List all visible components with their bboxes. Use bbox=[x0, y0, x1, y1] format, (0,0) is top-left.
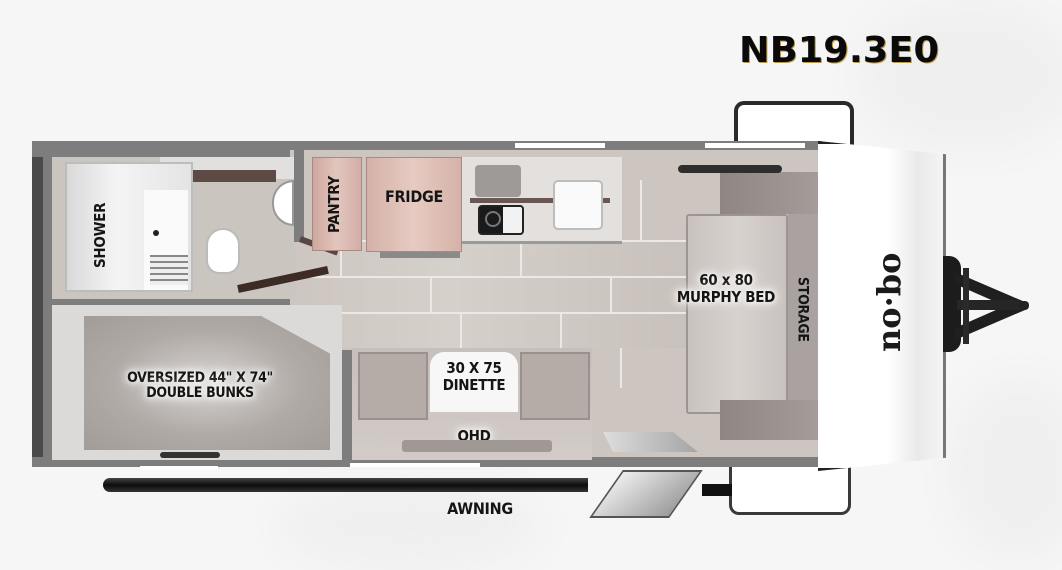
dinette-seat-right bbox=[520, 352, 590, 420]
storage-cabinet-top bbox=[720, 172, 818, 214]
storage-cabinet-bottom bbox=[720, 400, 818, 440]
ohd-cabinet bbox=[402, 440, 552, 452]
shower-step bbox=[150, 255, 188, 285]
tile-joint bbox=[520, 240, 522, 276]
fridge[interactable] bbox=[366, 157, 462, 252]
tile-joint bbox=[610, 276, 612, 312]
murphy-bed-name: MURPHY BED bbox=[676, 287, 776, 306]
rear-wall bbox=[32, 157, 43, 457]
storage-label: STORAGE bbox=[794, 276, 811, 342]
pantry-label: PANTRY bbox=[325, 176, 343, 234]
bathroom-counter-edge bbox=[180, 170, 276, 182]
murphy-bed-label: 60 x 80 MURPHY BED bbox=[666, 272, 786, 305]
fridge-base bbox=[380, 252, 460, 258]
background-shape bbox=[860, 0, 1062, 150]
tile-joint bbox=[340, 240, 342, 276]
wall-shelf bbox=[678, 165, 782, 173]
window bbox=[140, 466, 218, 470]
tile-joint bbox=[460, 312, 462, 348]
awning-arm bbox=[702, 484, 732, 496]
microwave-icon bbox=[475, 165, 521, 197]
storage[interactable] bbox=[788, 214, 818, 414]
tile-joint bbox=[620, 348, 622, 388]
model-title: NB19.3E0 bbox=[739, 30, 939, 71]
shower-drain-icon bbox=[153, 230, 159, 236]
entry-steps[interactable] bbox=[589, 470, 703, 518]
awning-roller bbox=[103, 478, 588, 492]
brand-logo: no·bo bbox=[870, 252, 908, 352]
awning-label: AWNING bbox=[447, 499, 513, 518]
window bbox=[705, 143, 805, 148]
bunk-ladder bbox=[160, 452, 220, 458]
window bbox=[350, 463, 480, 467]
bunks-name: DOUBLE BUNKS bbox=[146, 385, 254, 402]
burner-icon bbox=[485, 211, 501, 227]
dinette-name: DINETTE bbox=[442, 375, 506, 394]
overhead-shelf bbox=[470, 198, 610, 203]
tile-joint bbox=[430, 276, 432, 312]
background-shape bbox=[280, 480, 540, 570]
background-shape bbox=[950, 380, 1062, 560]
murphy-bed[interactable] bbox=[686, 214, 788, 414]
toilet-icon bbox=[206, 228, 240, 274]
bunk-wall bbox=[342, 350, 352, 460]
fridge-label: FRIDGE bbox=[384, 187, 444, 206]
stabilizer-jack-bottom bbox=[729, 462, 851, 515]
tile-joint bbox=[640, 180, 642, 240]
tile-joint bbox=[560, 312, 562, 348]
shower-label: SHOWER bbox=[91, 202, 109, 268]
pantry[interactable] bbox=[312, 157, 362, 251]
entry-door[interactable] bbox=[603, 432, 698, 452]
dinette-label: 30 X 75 DINETTE bbox=[430, 360, 518, 393]
bunks-label: OVERSIZED 44" X 74" DOUBLE BUNKS bbox=[100, 370, 300, 402]
hitch-a-frame-icon bbox=[955, 266, 1030, 346]
partition-wall bbox=[294, 150, 304, 242]
murphy-bed-size: 60 x 80 bbox=[699, 271, 753, 289]
dinette-size: 30 X 75 bbox=[446, 359, 502, 377]
double-bunks[interactable] bbox=[84, 316, 330, 450]
dinette-table bbox=[430, 352, 518, 412]
kitchen-sink-icon bbox=[553, 180, 603, 230]
front-cap bbox=[818, 141, 946, 471]
window bbox=[515, 143, 605, 148]
dinette-seat-left bbox=[358, 352, 428, 420]
bunks-size: OVERSIZED 44" X 74" bbox=[127, 370, 273, 386]
